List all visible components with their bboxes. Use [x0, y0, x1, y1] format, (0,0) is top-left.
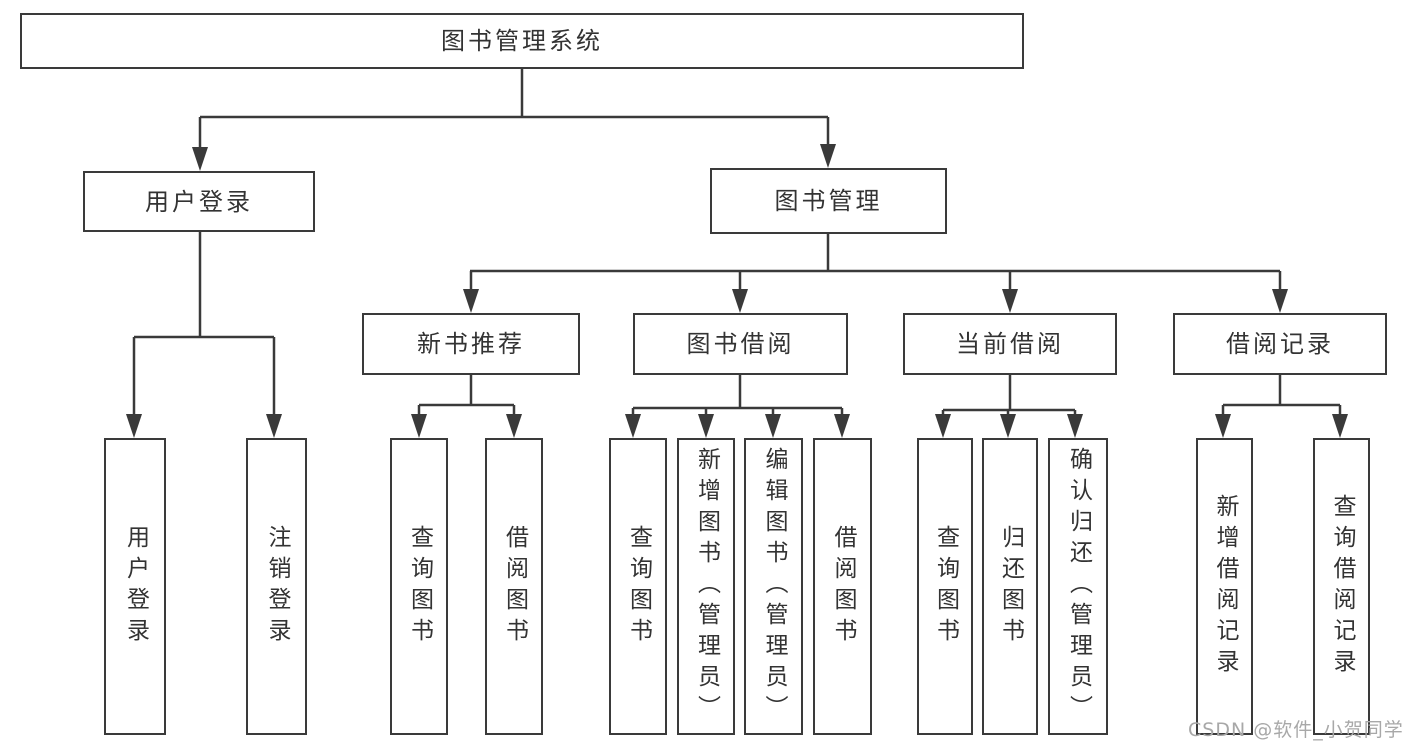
node-label: 查询图书 [406, 524, 433, 649]
node-leaf-borrow-books-recommend: 借阅图书 [485, 438, 543, 735]
node-label: 新书推荐 [417, 330, 525, 358]
node-leaf-confirm-return-admin: 确认归还（管理员） [1048, 438, 1108, 735]
node-label: 归还图书 [997, 524, 1024, 649]
arrowhead-icon [1067, 414, 1083, 438]
node-user-login-module: 用户登录 [83, 171, 315, 232]
arrowhead-icon [625, 414, 641, 438]
node-book-borrowing: 图书借阅 [633, 313, 848, 375]
node-label: 借阅图书 [830, 524, 856, 649]
node-leaf-query-books-recommend: 查询图书 [390, 438, 448, 735]
node-label: 确认归还（管理员） [1065, 447, 1092, 726]
node-label: 图书管理 [774, 187, 883, 215]
arrowhead-icon [126, 414, 142, 438]
arrowhead-icon [1332, 414, 1348, 438]
arrowhead-icon [834, 414, 850, 438]
node-label: 借阅记录 [1226, 330, 1334, 358]
node-label: 图书借阅 [686, 330, 795, 358]
arrowhead-icon [506, 414, 522, 438]
node-leaf-query-books-current: 查询图书 [917, 438, 973, 735]
arrowhead-icon [765, 414, 781, 438]
arrowhead-icon [820, 144, 836, 168]
node-book-management-module: 图书管理 [710, 168, 947, 234]
arrowhead-icon [1215, 414, 1231, 438]
node-label: 查询图书 [932, 524, 959, 649]
node-label: 编辑图书（管理员） [761, 447, 787, 726]
watermark: CSDN @软件_小贺同学 [1188, 719, 1404, 741]
node-label: 用户登录 [122, 524, 149, 649]
node-leaf-query-books-borrow: 查询图书 [609, 438, 667, 735]
arrowhead-icon [935, 414, 951, 438]
node-label: 借阅图书 [501, 524, 528, 649]
arrowhead-icon [1002, 289, 1018, 313]
node-leaf-edit-books-admin: 编辑图书（管理员） [744, 438, 803, 735]
arrowhead-icon [411, 414, 427, 438]
node-label: 查询图书 [625, 524, 652, 649]
arrowhead-icon [732, 289, 748, 313]
node-label: 用户登录 [145, 187, 253, 216]
node-label: 查询借阅记录 [1329, 493, 1355, 680]
arrowhead-icon [192, 147, 208, 171]
node-leaf-return-books: 归还图书 [982, 438, 1038, 735]
node-root: 图书管理系统 [20, 13, 1024, 69]
arrowhead-icon [698, 414, 714, 438]
node-label: 新增借阅记录 [1212, 493, 1238, 680]
node-label: 新增图书（管理员） [693, 447, 720, 726]
node-leaf-query-borrow-record: 查询借阅记录 [1313, 438, 1370, 735]
arrowhead-icon [266, 414, 282, 438]
node-leaf-borrow-books: 借阅图书 [813, 438, 872, 735]
arrowhead-icon [463, 289, 479, 313]
node-new-book-recommendation: 新书推荐 [362, 313, 580, 375]
node-borrowing-records: 借阅记录 [1173, 313, 1387, 375]
node-label: 当前借阅 [956, 330, 1064, 358]
arrowhead-icon [1000, 414, 1016, 438]
node-leaf-add-borrow-record: 新增借阅记录 [1196, 438, 1253, 735]
arrowhead-icon [1272, 289, 1288, 313]
node-leaf-user-login: 用户登录 [104, 438, 166, 735]
node-label: 注销登录 [264, 524, 290, 649]
node-leaf-logout: 注销登录 [246, 438, 307, 735]
node-label: 图书管理系统 [441, 27, 603, 55]
node-current-borrowing: 当前借阅 [903, 313, 1117, 375]
node-leaf-add-books-admin: 新增图书（管理员） [677, 438, 735, 735]
